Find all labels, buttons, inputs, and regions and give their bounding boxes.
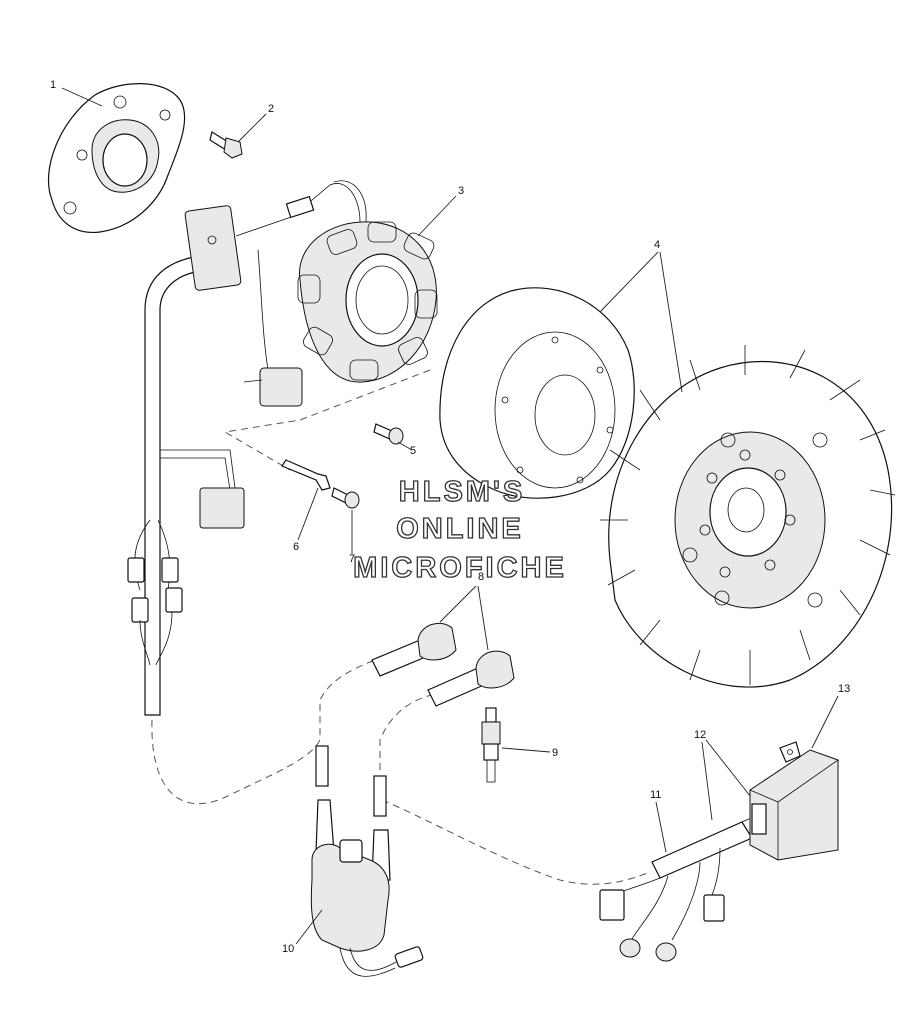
bolt-part <box>209 131 243 159</box>
callout-label-13: 13 <box>838 683 850 695</box>
callout-label-5: 5 <box>410 445 416 457</box>
callout-label-4: 4 <box>654 239 660 251</box>
harness-to-coil-line <box>151 659 376 805</box>
bracket-part <box>281 459 331 491</box>
callout-3: 3 <box>417 185 464 237</box>
cdi-box-part <box>749 741 839 861</box>
callout-4: 4 <box>599 239 683 393</box>
flywheel-part <box>439 287 635 499</box>
callout-12: 12 <box>694 729 759 821</box>
mounting-plate-part <box>47 83 186 234</box>
callout-label-9: 9 <box>552 747 558 759</box>
callout-9: 9 <box>501 747 558 759</box>
callout-label-6: 6 <box>293 541 299 553</box>
watermark-line-1: HLSM'S <box>399 476 525 508</box>
screw-part <box>373 423 404 445</box>
callout-13: 13 <box>811 683 850 749</box>
watermark-line-3: MICROFICHE <box>353 552 567 584</box>
ignition-coil-part <box>310 745 424 977</box>
screw-part-7 <box>331 487 360 509</box>
callout-label-12: 12 <box>694 729 706 741</box>
flywheel-fan-part <box>600 345 896 688</box>
callout-5: 5 <box>397 441 416 457</box>
watermark-line-2: ONLINE <box>396 513 524 545</box>
callout-1: 1 <box>50 79 103 107</box>
spark-plug-part <box>481 707 501 783</box>
spark-plug-cap-part <box>371 622 515 707</box>
callout-2: 2 <box>237 103 274 143</box>
cdi-harness-part <box>599 814 765 962</box>
watermark: HLSM'S ONLINE MICROFICHE <box>353 475 567 584</box>
assembly-line <box>223 369 431 471</box>
callout-10: 10 <box>282 909 323 955</box>
callout-7: 7 <box>349 510 355 565</box>
callout-label-10: 10 <box>282 943 294 955</box>
coil-to-cdi-line <box>381 799 651 885</box>
callout-label-8: 8 <box>478 571 484 583</box>
callout-label-11: 11 <box>650 789 661 801</box>
callout-6: 6 <box>293 487 319 553</box>
callout-11: 11 <box>650 789 667 853</box>
callout-8: 8 <box>439 571 489 651</box>
wiring-harness-part <box>127 195 315 716</box>
callout-label-2: 2 <box>268 103 274 115</box>
callout-label-1: 1 <box>50 79 56 91</box>
callout-label-3: 3 <box>458 185 464 197</box>
stator-part <box>297 180 438 383</box>
callout-label-7: 7 <box>349 553 355 565</box>
plug-wire-line <box>379 694 433 770</box>
